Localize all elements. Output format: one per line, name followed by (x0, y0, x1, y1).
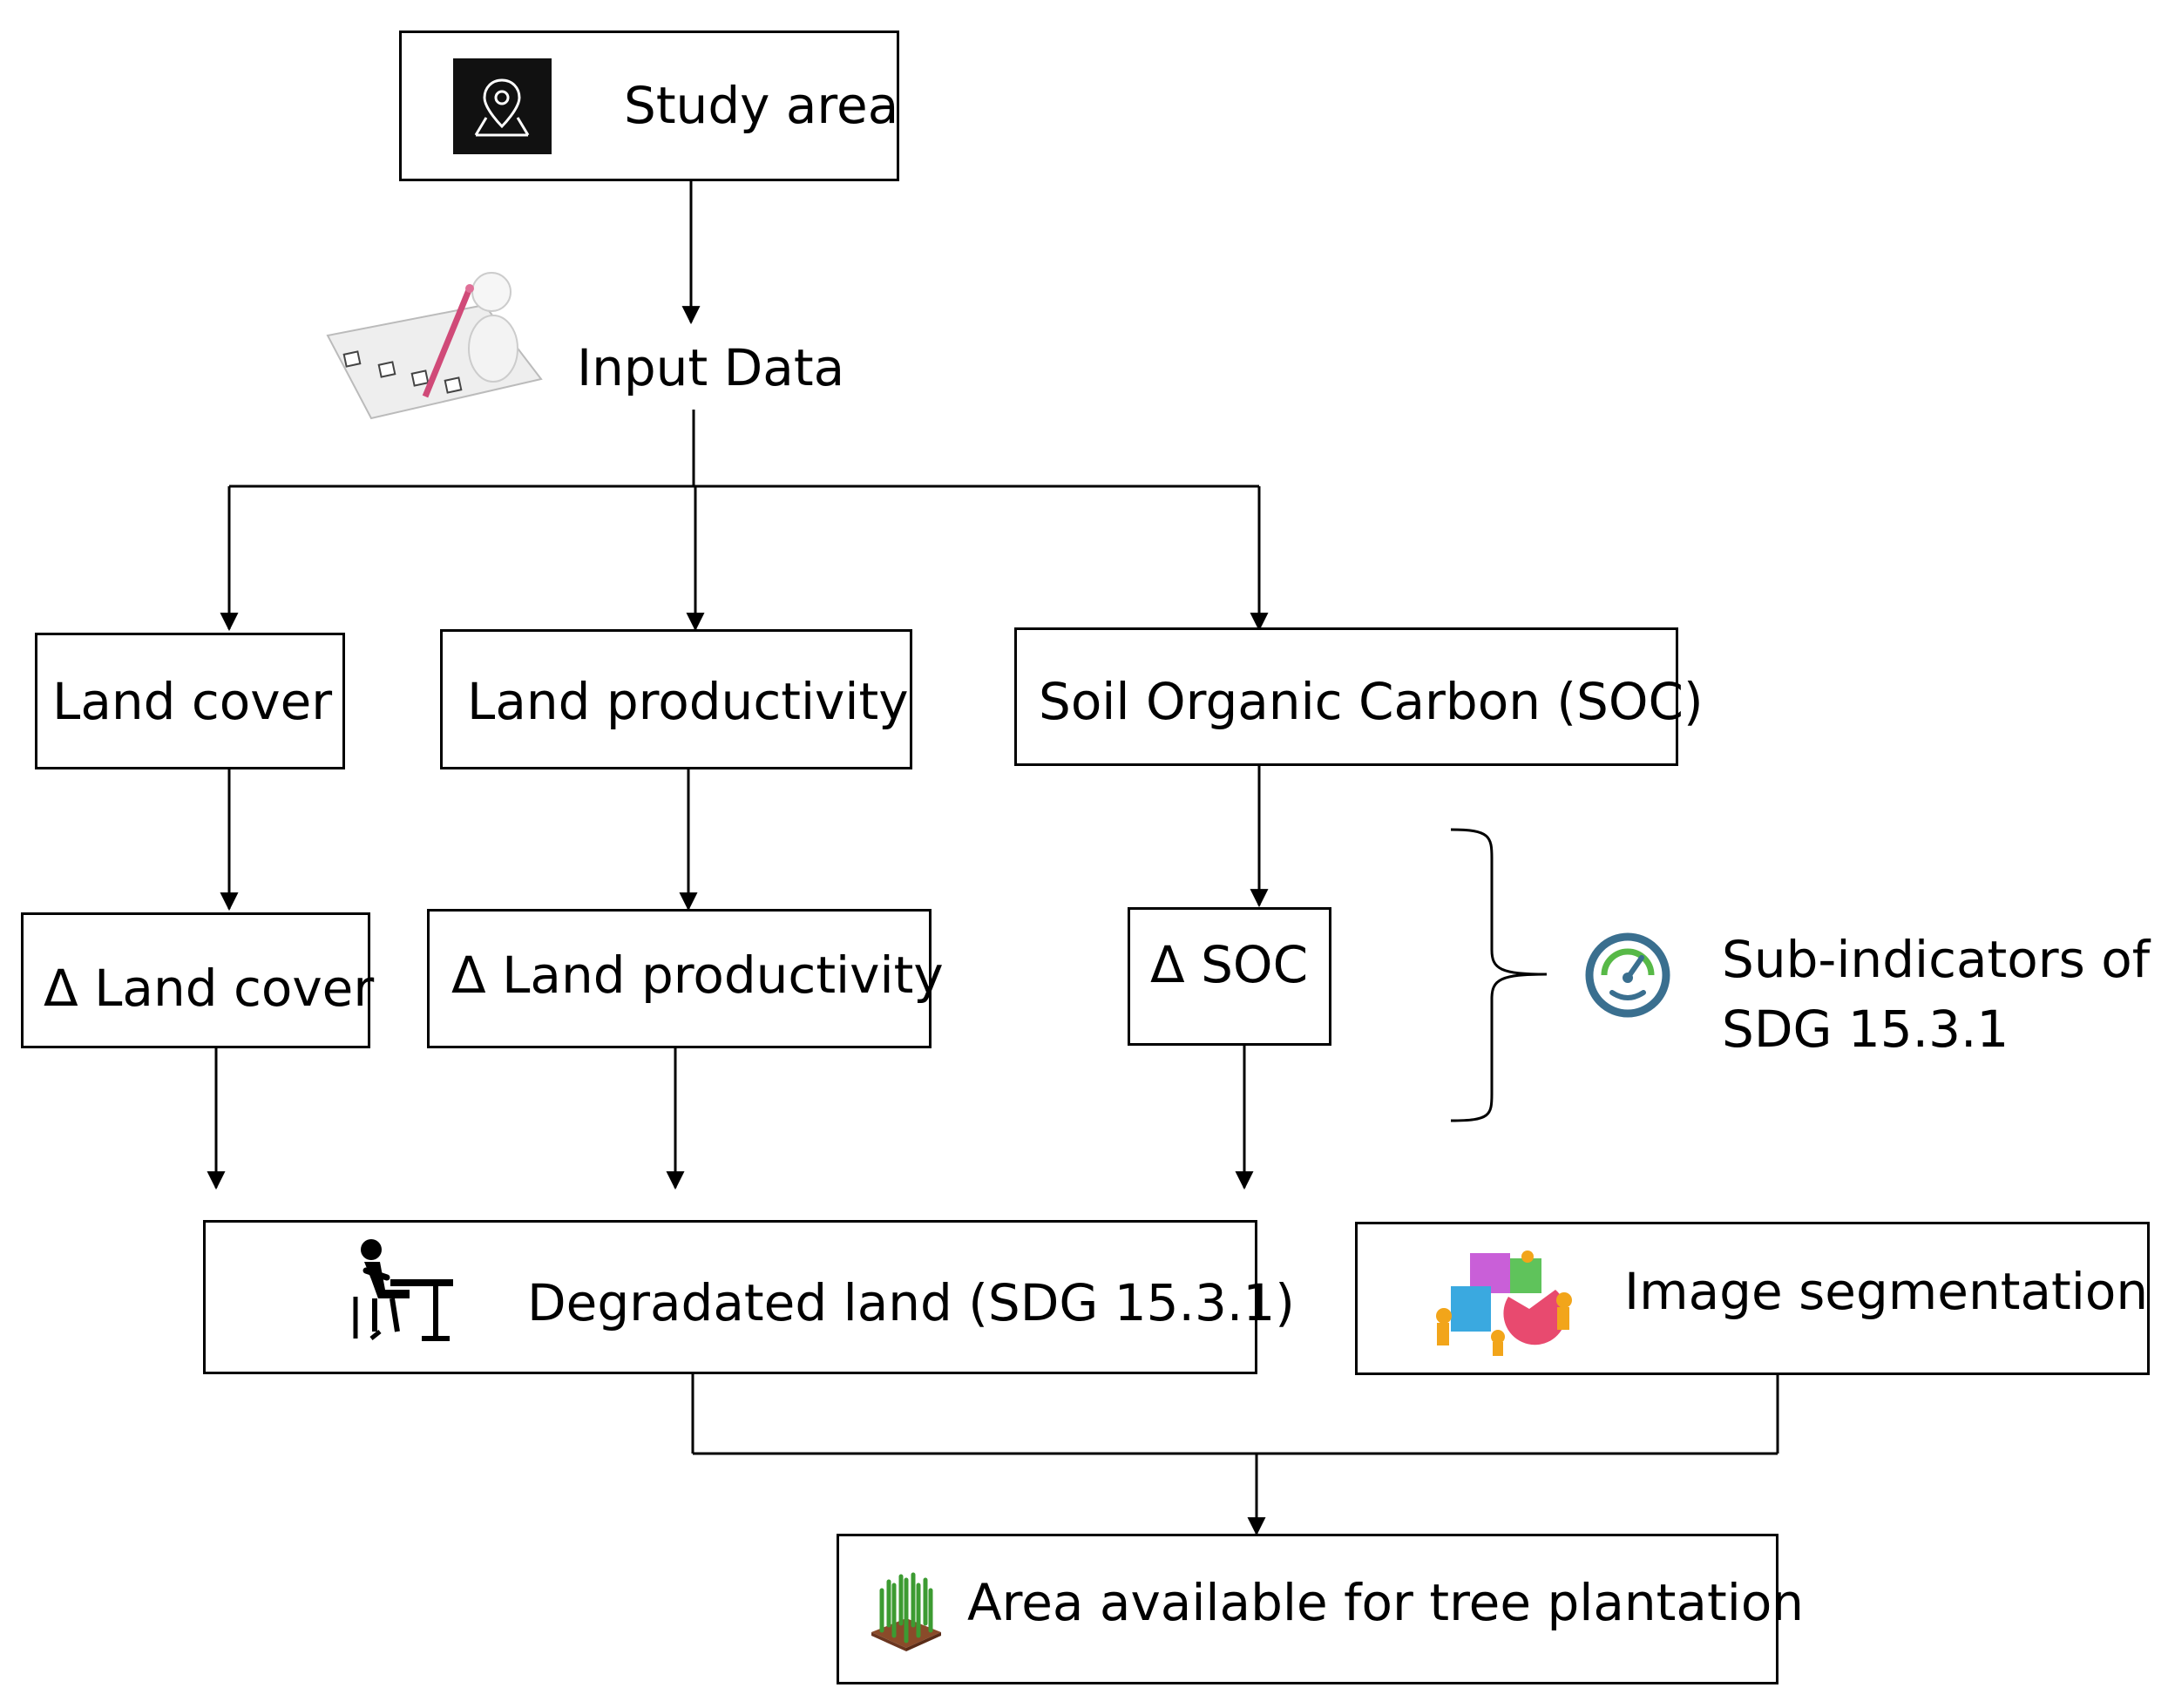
soc-label: Soil Organic Carbon (SOC) (1039, 672, 1704, 731)
area-available-label: Area available for tree plantation (967, 1573, 1805, 1632)
delta-soc-box (1128, 907, 1331, 1046)
delta-land-productivity-box (427, 909, 932, 1048)
checklist-writer-icon (319, 266, 547, 424)
land-productivity-label: Land productivity (467, 672, 909, 731)
curly-brace (1450, 828, 1548, 1122)
study-area-label: Study area (624, 76, 899, 135)
delta-land-cover-box (21, 912, 370, 1048)
degraded-land-label: Degradated land (SDG 15.3.1) (527, 1273, 1295, 1332)
speedometer-icon (1582, 930, 1673, 1020)
land-cover-box (35, 633, 345, 769)
area-available-box (837, 1534, 1778, 1684)
image-segmentation-label: Image segmentation (1624, 1262, 2149, 1321)
sub-indicators-line2: SDG 15.3.1 (1722, 1000, 2009, 1059)
sub-indicators-line1: Sub-indicators of (1722, 930, 2151, 989)
land-cover-label: Land cover (52, 672, 333, 731)
delta-soc-label: Δ SOC (1150, 935, 1309, 994)
person-at-desk-icon (349, 1236, 462, 1349)
plant-field-icon (868, 1564, 945, 1651)
soc-box (1014, 627, 1678, 766)
land-productivity-box (440, 629, 912, 769)
puzzle-team-icon (1425, 1246, 1586, 1359)
delta-land-cover-label: Δ Land cover (44, 959, 375, 1018)
delta-land-productivity-label: Δ Land productivity (451, 946, 944, 1005)
input-data-label: Input Data (577, 338, 845, 397)
map-pin-icon (453, 58, 552, 154)
